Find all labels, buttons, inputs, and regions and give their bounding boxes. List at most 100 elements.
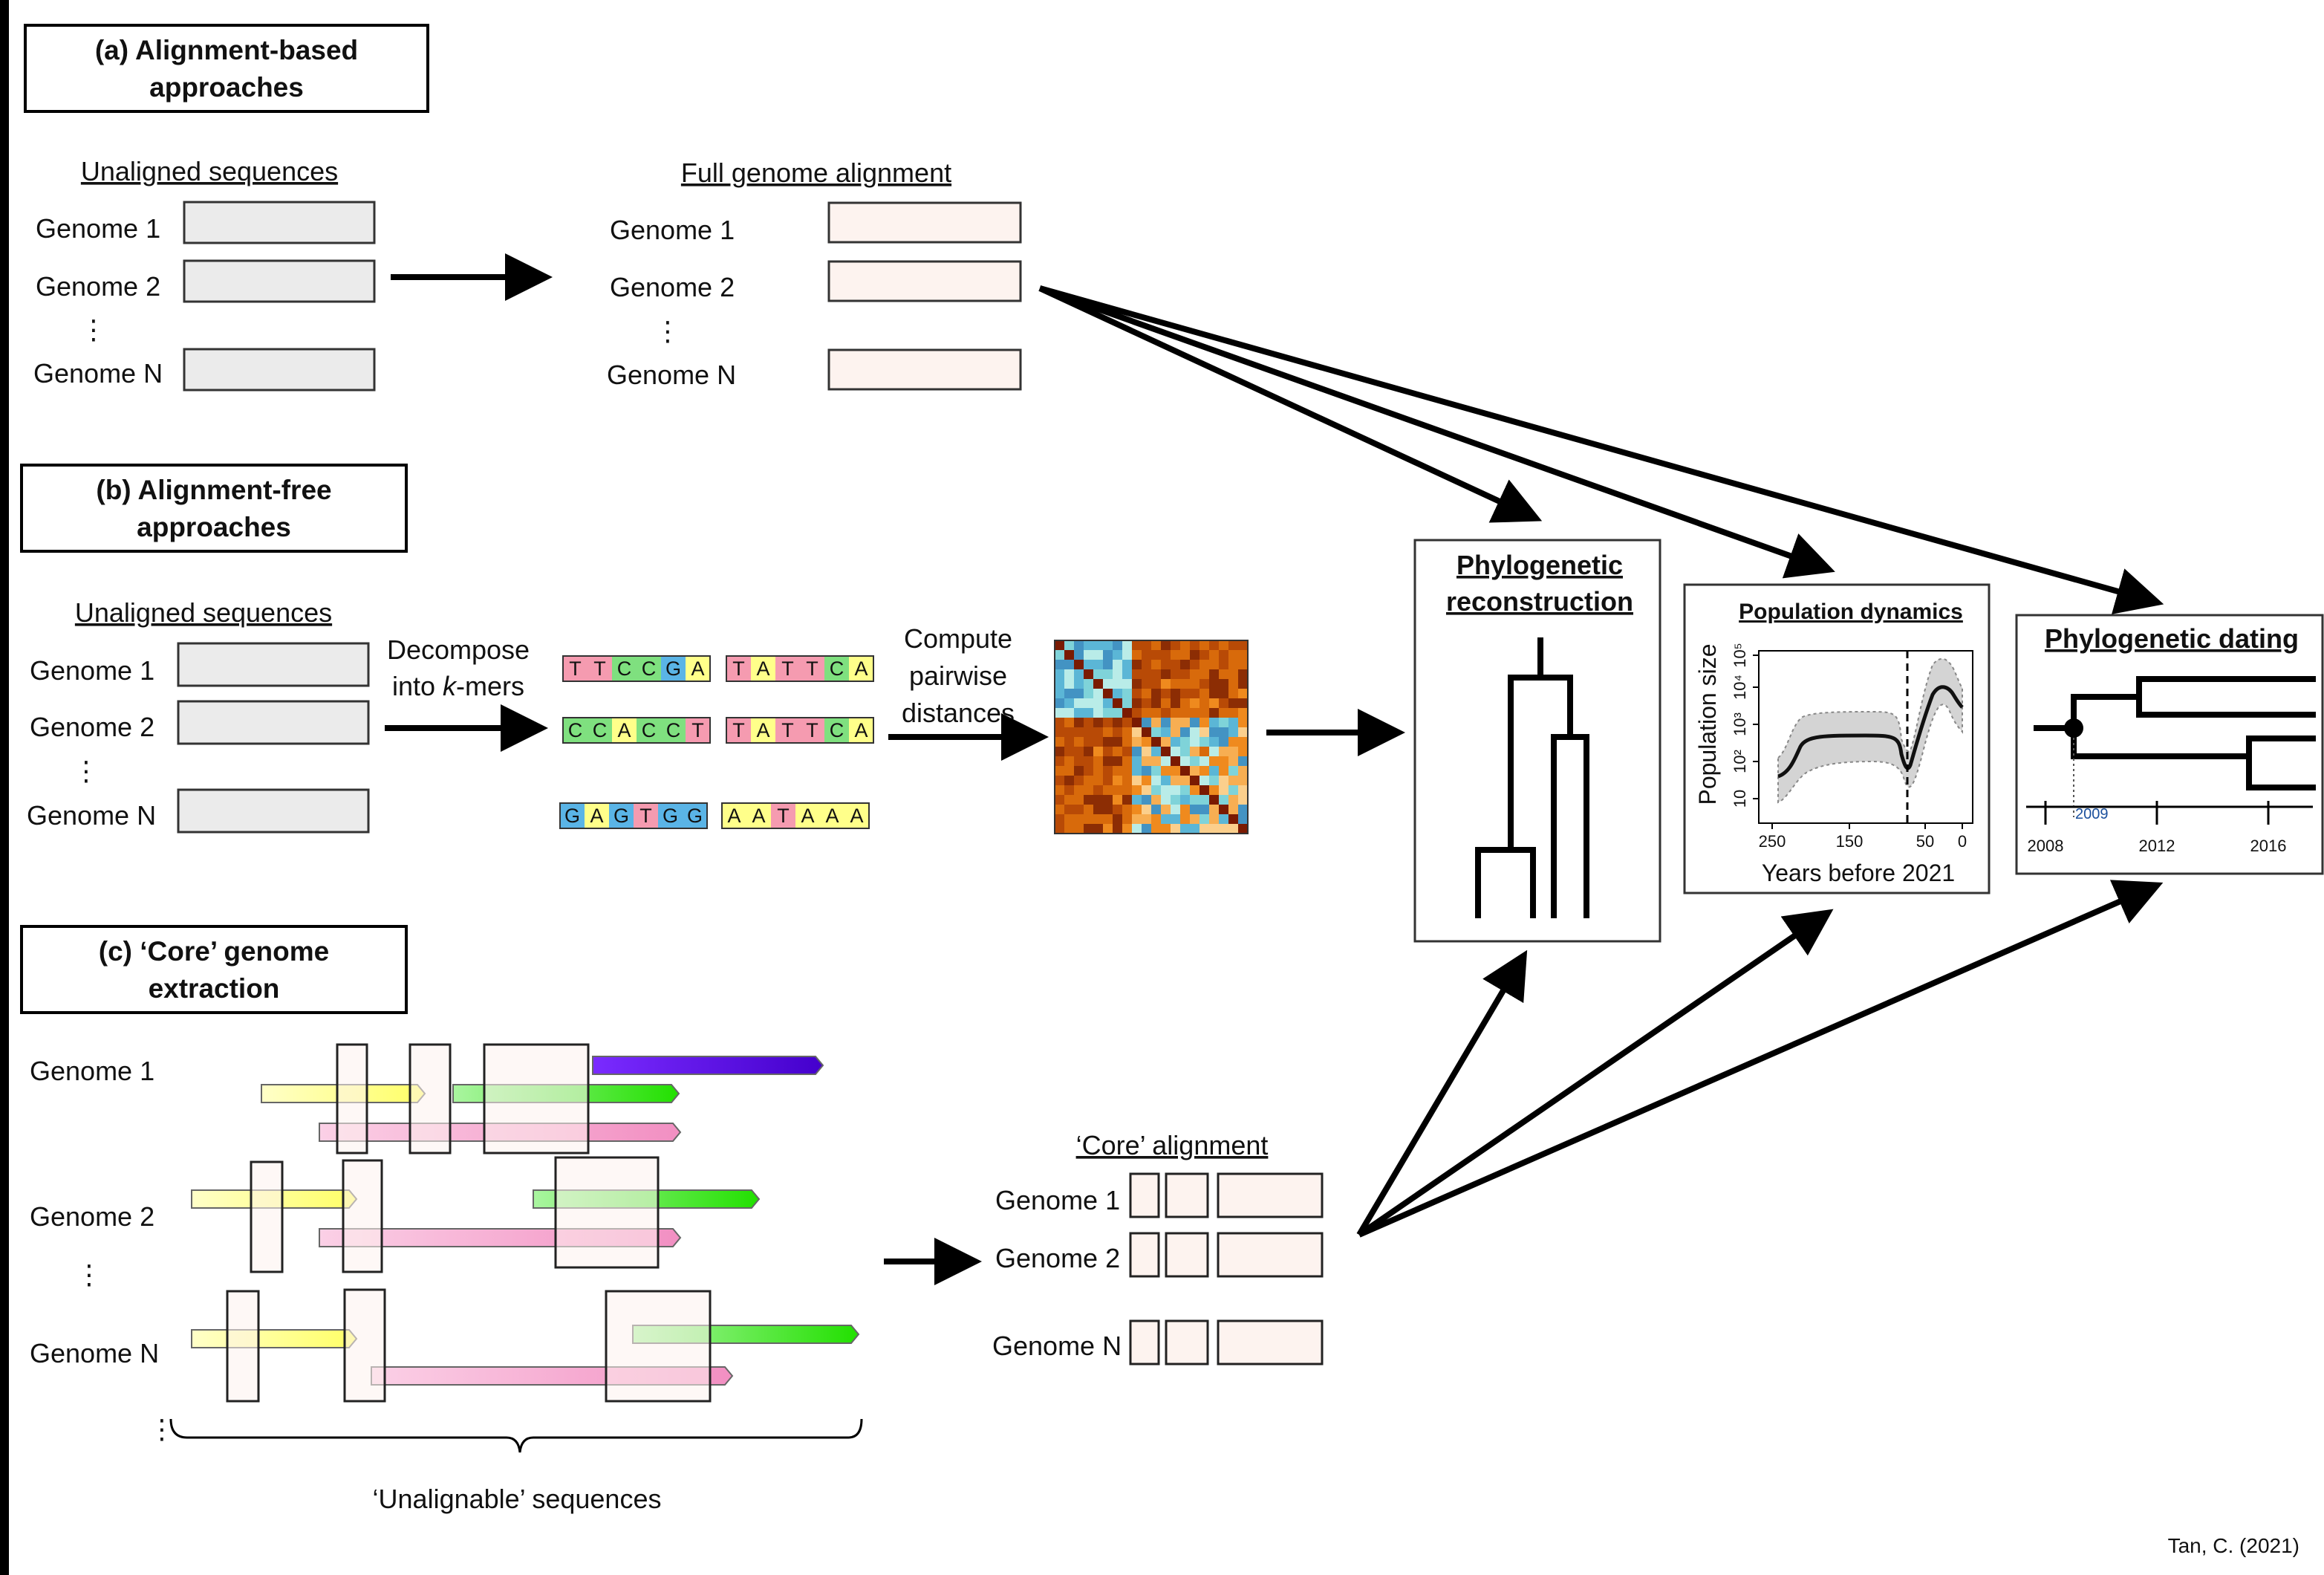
heatmap-cell — [1219, 698, 1229, 709]
panel-a-seq-2 — [183, 259, 376, 303]
heatmap-cell — [1064, 795, 1075, 805]
heatmap-cell — [1084, 640, 1094, 651]
panel-b-unaligned-heading: Unaligned sequences — [75, 597, 332, 628]
heatmap-cell — [1093, 737, 1104, 747]
core-block-gn-a — [226, 1290, 260, 1403]
kmer-nucleotide: A — [756, 719, 769, 741]
phylo-box — [1413, 539, 1661, 943]
heatmap-cell — [1171, 737, 1181, 747]
heatmap-cell — [1238, 824, 1249, 834]
heatmap-cell — [1209, 824, 1220, 834]
unalignable-label: ‘Unalignable’ sequences — [373, 1484, 662, 1514]
population-dynamics-panel: Population dynamics Population size 1010… — [1683, 583, 1991, 894]
kmer-cell — [658, 803, 683, 828]
heatmap-cell — [1074, 708, 1084, 718]
heatmap-cell — [1200, 650, 1210, 660]
heatmap-cell — [1171, 814, 1181, 825]
heatmap-cell — [1151, 698, 1162, 709]
heatmap-cell — [1093, 814, 1104, 825]
heatmap-cell — [1113, 718, 1123, 728]
heatmap-cell — [1064, 824, 1075, 834]
heatmap-cell — [1228, 756, 1239, 767]
kmer-nucleotide: A — [756, 657, 769, 680]
heatmap-cell — [1113, 698, 1123, 709]
heatmap-cell — [1084, 679, 1094, 689]
heatmap-cell — [1084, 660, 1094, 670]
heatmap-cell — [1161, 785, 1171, 796]
heatmap-cell — [1103, 679, 1113, 689]
heatmap-cell — [1209, 650, 1220, 660]
heatmap-cell — [1055, 669, 1065, 680]
heatmap-cell — [1064, 785, 1075, 796]
panel-a-aligned-heading: Full genome alignment — [681, 158, 951, 188]
core-block-g1-c — [483, 1043, 590, 1155]
heatmap-cell — [1055, 747, 1065, 757]
heatmap-cell — [1074, 640, 1084, 651]
heatmap-cell — [1228, 776, 1239, 786]
core-aln-g1-c — [1217, 1172, 1324, 1218]
core-block-gn-b — [343, 1288, 386, 1403]
panel-a-aligned-seq-1 — [827, 201, 1022, 244]
heatmap-cell — [1084, 776, 1094, 786]
panel-c-title-line2: extraction — [149, 973, 280, 1004]
heatmap-cell — [1180, 708, 1191, 718]
unalignable-brace — [169, 1418, 863, 1453]
heatmap-cell — [1180, 727, 1191, 738]
heatmap-cell — [1228, 824, 1239, 834]
heatmap-cell — [1219, 640, 1229, 651]
panel-b-ellipsis: ⋮ — [73, 756, 100, 786]
heatmap-cell — [1171, 785, 1181, 796]
heatmap-cell — [1238, 747, 1249, 757]
gene-gn-yellow — [191, 1329, 358, 1348]
kmer-nucleotide: A — [617, 719, 631, 741]
heatmap-cell — [1219, 727, 1229, 738]
heatmap-cell — [1219, 795, 1229, 805]
heatmap-cell — [1084, 747, 1094, 757]
diagram: (a) Alignment-based approaches Unaligned… — [20, 24, 2324, 1557]
core-aln-gn-b — [1165, 1319, 1209, 1365]
heatmap-cell — [1209, 747, 1220, 757]
heatmap-cell — [1122, 727, 1133, 738]
heatmap-cell — [1238, 756, 1249, 767]
dating-tick-label: 2008 — [2028, 837, 2064, 855]
heatmap-cell — [1219, 650, 1229, 660]
heatmap-cell — [1228, 650, 1239, 660]
heatmap-cell — [1093, 785, 1104, 796]
heatmap-cell — [1238, 689, 1249, 699]
panel-b-decompose-line2: into k-mers — [392, 671, 524, 701]
kmer-nucleotide: A — [691, 657, 704, 680]
heatmap-cell — [1093, 698, 1104, 709]
kmer-nucleotide: A — [850, 805, 863, 827]
heatmap-cell — [1064, 650, 1075, 660]
heatmap-cell — [1151, 660, 1162, 670]
heatmap-cell — [1064, 660, 1075, 670]
panel-a-seq-n — [183, 348, 376, 392]
popdyn-ytick-label: 10⁵ — [1731, 643, 1749, 668]
heatmap-cell — [1142, 660, 1152, 670]
heatmap-cell — [1122, 795, 1133, 805]
heatmap-cell — [1064, 708, 1075, 718]
heatmap-cell — [1064, 776, 1075, 786]
heatmap-cell — [1113, 660, 1123, 670]
heatmap-cell — [1142, 766, 1152, 776]
heatmap-cell — [1200, 814, 1210, 825]
heatmap-cell — [1161, 640, 1171, 651]
heatmap-cell — [1093, 766, 1104, 776]
heatmap-cell — [1180, 795, 1191, 805]
heatmap-cell — [1142, 718, 1152, 728]
kmer-cell — [637, 656, 661, 681]
kmer-cell — [751, 718, 775, 743]
heatmap-cell — [1200, 718, 1210, 728]
heatmap-cell — [1055, 727, 1065, 738]
heatmap-cell — [1142, 776, 1152, 786]
heatmap-cell — [1142, 756, 1152, 767]
heatmap-cell — [1151, 824, 1162, 834]
heatmap-cell — [1209, 737, 1220, 747]
kmer-nucleotide: G — [687, 805, 703, 827]
kmer-nucleotide: T — [569, 657, 582, 680]
heatmap-cell — [1132, 814, 1142, 825]
panel-b-compute-line1: Compute — [904, 623, 1012, 654]
panel-a-unaligned-heading: Unaligned sequences — [81, 156, 338, 186]
